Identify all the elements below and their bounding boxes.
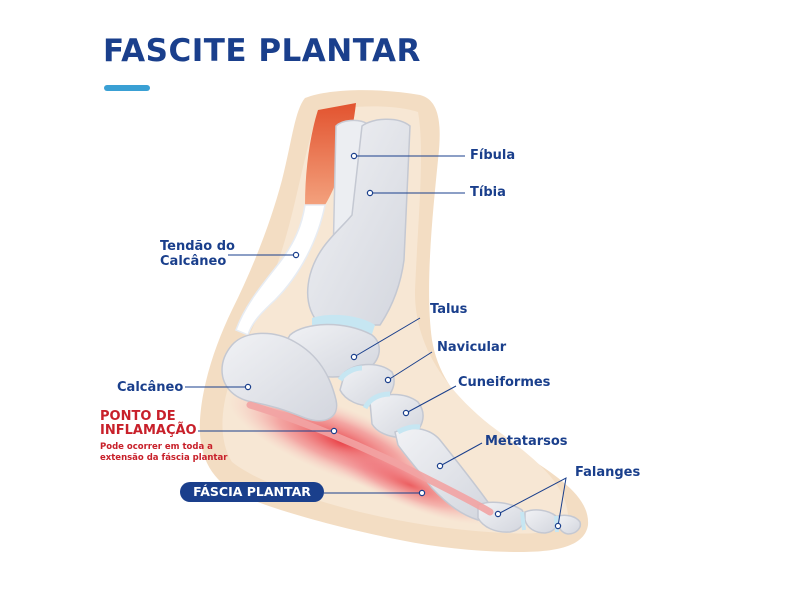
calcaneus-bone — [221, 332, 338, 422]
label-fascia-plantar: FÁSCIA PLANTAR — [180, 482, 324, 502]
navicular-marker — [384, 376, 392, 384]
falanges-marker-2 — [554, 522, 562, 530]
metatarsos-marker — [436, 462, 444, 470]
label-inflammation-line1: PONTO DE — [100, 409, 176, 424]
tibia-marker — [366, 189, 374, 197]
tendon-marker — [292, 251, 300, 259]
label-tendon-line1: Tendão do — [160, 239, 235, 254]
label-calcaneo: Calcâneo — [117, 380, 184, 395]
inflammation-marker — [330, 427, 338, 435]
label-metatarsos: Metatarsos — [485, 434, 568, 449]
phalanx-bone-3 — [557, 514, 582, 535]
plantar-fascia — [246, 401, 494, 516]
title-underline — [104, 85, 150, 91]
inflammation-note-line1: Pode ocorrer em toda a — [100, 442, 213, 452]
fibula-marker — [350, 152, 358, 160]
label-tibia: Tíbia — [470, 185, 506, 200]
label-cuneiformes: Cuneiformes — [458, 375, 551, 390]
label-talus: Talus — [430, 302, 468, 317]
label-falanges: Falanges — [575, 465, 641, 480]
diagram-title: FASCITE PLANTAR — [103, 33, 421, 69]
inflammation-note-line2: extensão da fáscia plantar — [100, 453, 228, 463]
cuneiformes-marker — [402, 409, 410, 417]
talus-marker — [350, 353, 358, 361]
falanges-marker-1 — [494, 510, 502, 518]
label-inflammation-line2: INFLAMAÇÃO — [100, 423, 197, 438]
calcaneo-marker — [244, 383, 252, 391]
fascia-marker — [418, 489, 426, 497]
label-tendon-line2: Calcâneo — [160, 254, 227, 269]
label-fibula: Fíbula — [470, 148, 516, 163]
label-navicular: Navicular — [437, 340, 507, 355]
